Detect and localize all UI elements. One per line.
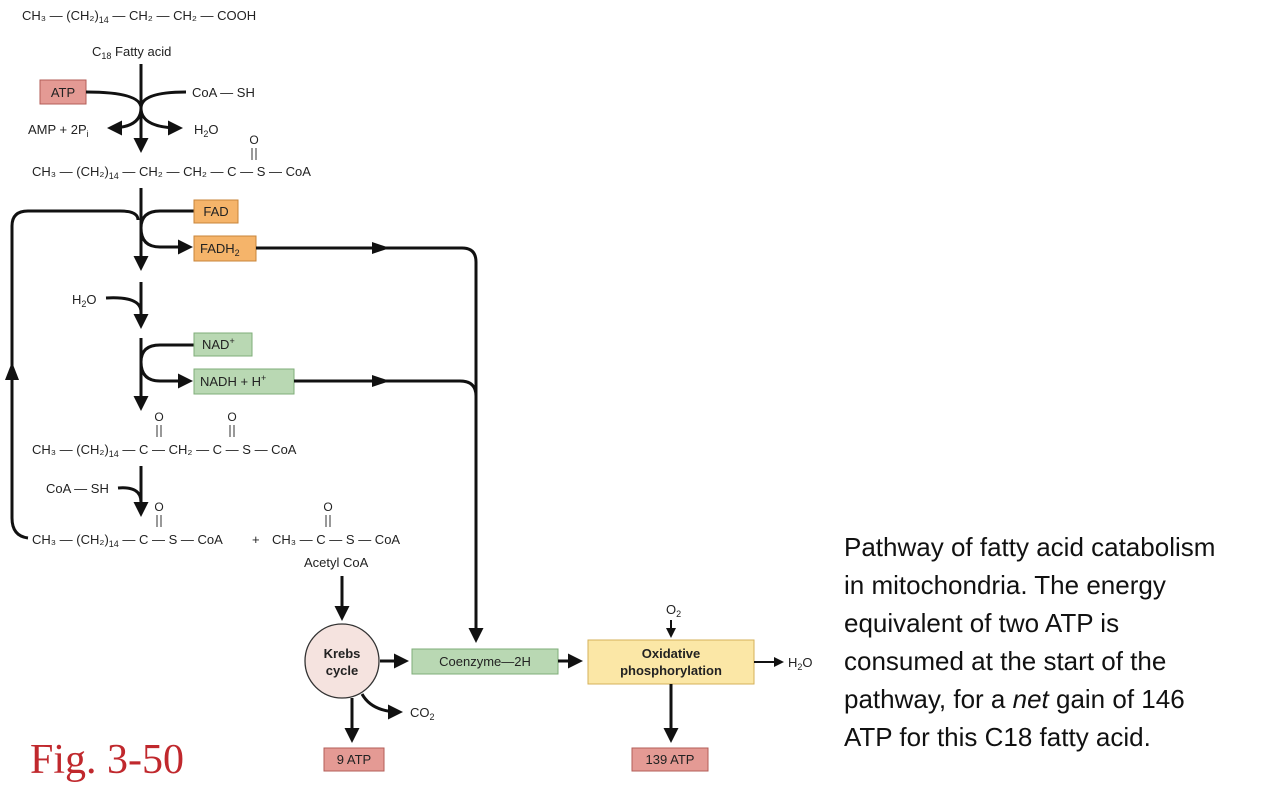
caption-line: consumed at the start of the <box>844 646 1167 676</box>
svg-text:ATP: ATP <box>51 85 75 100</box>
caption-text: gain of 146 <box>1048 684 1185 714</box>
coenzyme-2h-box: Coenzyme—2H <box>411 648 559 675</box>
plus-sign: + <box>252 532 260 547</box>
svg-text:Coenzyme—2H: Coenzyme—2H <box>439 654 531 669</box>
coa-curve <box>139 90 187 136</box>
svg-text:9 ATP: 9 ATP <box>337 752 371 767</box>
caption-line: pathway, for a net gain of 146 <box>844 680 1274 718</box>
svg-text:Oxidative: Oxidative <box>642 646 701 661</box>
fad-curve <box>139 209 194 255</box>
krebs-cycle-node: Krebs cycle <box>304 623 380 699</box>
acetyl-carbonyl: O <box>323 500 333 527</box>
caption-emphasis: net <box>1012 684 1049 714</box>
h2o-output-label: H2O <box>788 655 813 672</box>
caption-line: Pathway of fatty acid catabolism <box>844 532 1216 562</box>
svg-text:FADH2: FADH2 <box>200 241 240 258</box>
krebs-to-co2-arrow <box>360 693 403 720</box>
coa-sh-label-1: CoA — SH <box>192 85 255 100</box>
coa-sh-label-2: CoA — SH <box>46 481 109 496</box>
caption-line: ATP for this C18 fatty acid. <box>844 722 1151 752</box>
svg-text:NADH + H+: NADH + H+ <box>200 373 266 389</box>
atp-box: ATP <box>39 79 87 105</box>
fadh2-to-coenzyme-line <box>256 246 484 643</box>
svg-text:cycle: cycle <box>326 663 359 678</box>
ketoacyl-coa-formula: CH₃ — (CH₂)14 — C — CH₂ — C — S — CoA <box>32 442 297 459</box>
fadh2-mid-arrowhead <box>372 242 390 254</box>
fatty-acid-label: C18 Fatty acid <box>92 44 171 61</box>
svg-text:O: O <box>323 500 332 514</box>
krebs-atp-box: 9 ATP <box>323 747 385 772</box>
oxidative-phosphorylation-box: Oxidative phosphorylation <box>587 639 755 685</box>
svg-text:phosphorylation: phosphorylation <box>620 663 722 678</box>
fatty-acid-pathway-diagram: CH₃ — (CH₂)14 — CH₂ — CH₂ — COOH C18 Fat… <box>5 8 813 772</box>
caption-line: in mitochondria. The energy <box>844 570 1166 600</box>
svg-text:139 ATP: 139 ATP <box>646 752 695 767</box>
svg-text:O: O <box>154 500 163 514</box>
h2o-label-2: H2O <box>72 292 97 309</box>
fad-box: FAD <box>193 199 239 224</box>
h2o-label-1: H2O <box>194 122 219 139</box>
cycle-repeat-arrow <box>10 209 140 540</box>
svg-text:FAD: FAD <box>203 204 228 219</box>
svg-text:O: O <box>154 410 163 424</box>
co2-label: CO2 <box>410 705 435 722</box>
acyl-coa-short-formula: CH₃ — (CH₂)14 — C — S — CoA <box>32 532 223 549</box>
ketoacyl-carbonyls: O O <box>154 410 237 437</box>
o2-label: O2 <box>666 602 681 619</box>
caption-line: equivalent of two ATP is <box>844 608 1120 638</box>
h2o-curve <box>105 296 143 313</box>
acyl-coa-carbonyl: O <box>249 133 259 160</box>
svg-text:Krebs: Krebs <box>324 646 361 661</box>
nad-curve <box>139 343 194 389</box>
svg-text:O: O <box>249 133 258 147</box>
figure-label: Fig. 3-50 <box>30 737 185 783</box>
acyl-short-carbonyl: O <box>154 500 164 527</box>
nad-box: NAD+ <box>193 332 253 357</box>
caption-text: pathway, for a <box>844 684 1013 714</box>
atp-curve-arrow <box>85 90 143 136</box>
fadh2-box: FADH2 <box>193 235 257 262</box>
nadh-box: NADH + H+ <box>193 368 295 395</box>
nadh-to-coenzyme-line <box>294 379 478 397</box>
amp-2pi-label: AMP + 2Pi <box>28 122 89 139</box>
coa-sh-curve <box>117 486 143 503</box>
oxphos-atp-box: 139 ATP <box>631 747 709 772</box>
figure-caption: Pathway of fatty acid catabolism in mito… <box>844 528 1274 756</box>
cycle-repeat-arrowhead <box>5 362 19 380</box>
acyl-coa-formula: CH₃ — (CH₂)14 — CH₂ — CH₂ — C — S — CoA <box>32 164 311 181</box>
nadh-mid-arrowhead <box>372 375 390 387</box>
svg-text:NAD+: NAD+ <box>202 336 235 352</box>
acetyl-coa-label: Acetyl CoA <box>304 555 369 570</box>
svg-text:O: O <box>227 410 236 424</box>
fatty-acid-formula: CH₃ — (CH₂)14 — CH₂ — CH₂ — COOH <box>22 8 256 25</box>
acetyl-coa-formula: CH₃ — C — S — CoA <box>272 532 400 547</box>
